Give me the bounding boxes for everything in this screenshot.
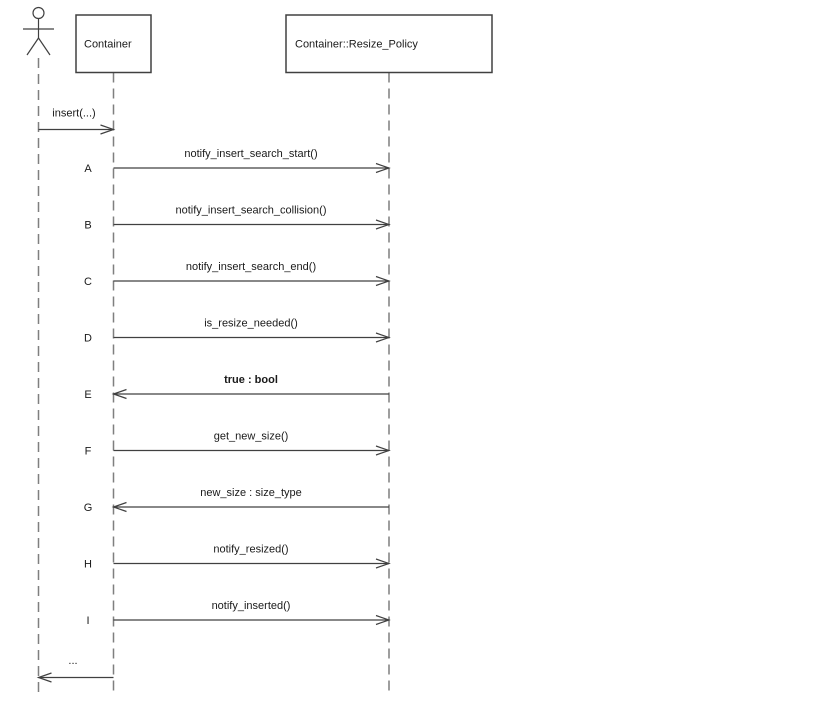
arrowhead-right-icon [375, 614, 391, 626]
participant-resize-policy-label: Container::Resize_Policy [295, 39, 418, 51]
message-g: G new_size : size_type [84, 487, 389, 514]
message-a-label: notify_insert_search_start() [184, 148, 317, 160]
message-return: ... [36, 655, 114, 683]
message-e: E true : bool [84, 374, 389, 401]
participant-container-box [75, 14, 152, 74]
arrowhead-right-icon [375, 558, 391, 569]
message-i-label: notify_inserted() [212, 600, 291, 612]
message-d-id: D [84, 333, 92, 345]
arrowhead-right-icon [375, 445, 391, 456]
message-d: D is_resize_needed() [84, 318, 391, 345]
message-f: F get_new_size() [85, 431, 391, 458]
arrowhead-right-icon [100, 124, 116, 135]
message-i-id: I [86, 615, 89, 627]
participant-container-label: Container [84, 39, 132, 51]
message-c-label: notify_insert_search_end() [186, 261, 316, 273]
actor-icon [23, 6, 54, 56]
message-h: H notify_resized() [84, 544, 391, 571]
arrowhead-right-icon [375, 219, 391, 230]
message-insert-label: insert(...) [52, 108, 95, 120]
participant-resize-policy-box [285, 14, 493, 74]
message-b-label: notify_insert_search_collision() [175, 205, 326, 217]
arrowhead-right-icon [375, 275, 391, 287]
message-d-label: is_resize_needed() [204, 318, 298, 330]
message-g-id: G [84, 502, 93, 514]
arrowhead-left-icon [111, 501, 127, 513]
message-h-label: notify_resized() [213, 544, 288, 556]
message-f-label: get_new_size() [214, 431, 289, 443]
message-a: A notify_insert_search_start() [84, 148, 391, 175]
message-b-id: B [84, 220, 91, 232]
message-h-id: H [84, 559, 92, 571]
message-e-label: true : bool [224, 374, 278, 386]
arrowhead-left-icon [36, 672, 52, 683]
message-i: I notify_inserted() [86, 600, 391, 627]
message-return-label: ... [68, 655, 77, 667]
message-a-id: A [84, 163, 92, 175]
message-insert: insert(...) [38, 108, 116, 135]
message-b: B notify_insert_search_collision() [84, 205, 391, 232]
arrowhead-right-icon [375, 332, 391, 343]
participant-container: Container [75, 14, 152, 74]
message-f-id: F [85, 446, 92, 458]
message-g-label: new_size : size_type [200, 487, 302, 499]
participant-resize-policy: Container::Resize_Policy [285, 14, 493, 74]
arrowhead-left-icon [111, 388, 127, 400]
message-e-id: E [84, 389, 91, 401]
arrowhead-right-icon [375, 162, 391, 174]
message-c-id: C [84, 276, 92, 288]
message-c: C notify_insert_search_end() [84, 261, 391, 288]
